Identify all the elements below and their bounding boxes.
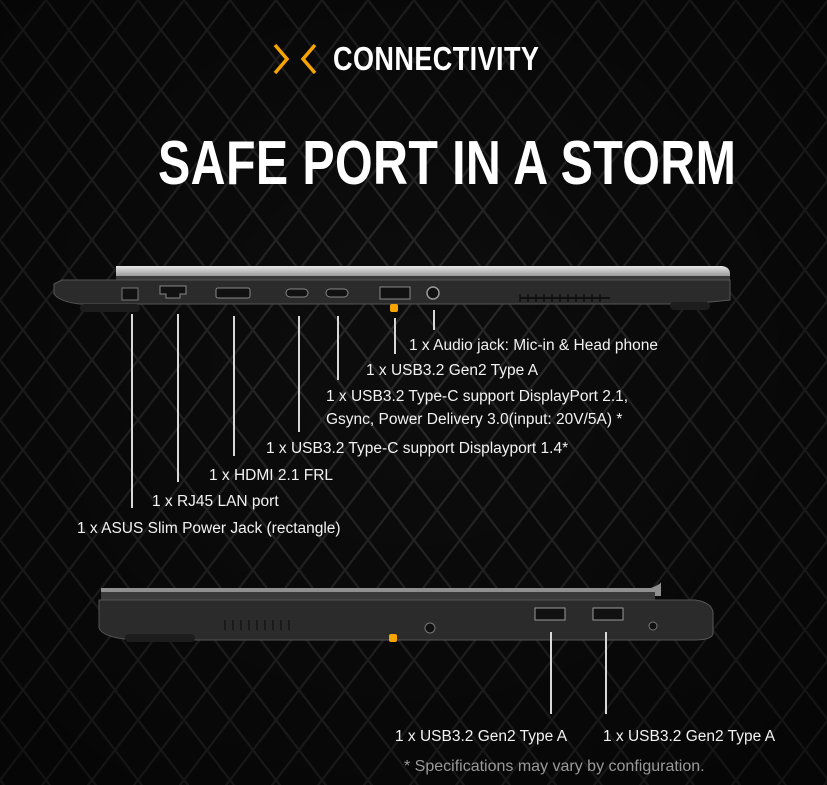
label-usbc-dp21-line2: Gsync, Power Delivery 3.0(input: 20V/5A)… <box>326 411 623 428</box>
label-usb-a: 1 x USB3.2 Gen2 Type A <box>366 362 539 379</box>
leader-right-usb-a-1 <box>550 632 552 714</box>
disclaimer: * Specifications may vary by configurati… <box>404 758 705 775</box>
leader-usb-a <box>394 318 396 354</box>
label-hdmi: 1 x HDMI 2.1 FRL <box>209 467 334 484</box>
headline: SAFE PORT IN A STORM <box>158 129 737 198</box>
label-usbc-dp21-line1: 1 x USB3.2 Type-C support DisplayPort 2.… <box>326 388 629 405</box>
label-audio-jack: 1 x Audio jack: Mic-in & Head phone <box>409 337 658 354</box>
leader-usbc-dp21 <box>337 316 339 380</box>
leader-usbc-dp14 <box>298 316 300 432</box>
leader-audio <box>433 310 435 330</box>
leader-rj45 <box>177 314 179 482</box>
section-title: CONNECTIVITY <box>333 40 540 77</box>
label-power-jack: 1 x ASUS Slim Power Jack (rectangle) <box>77 520 341 537</box>
laptop-right-side-image <box>98 582 714 642</box>
label-rj45: 1 x RJ45 LAN port <box>152 493 279 510</box>
label-usbc-dp14: 1 x USB3.2 Type-C support Displayport 1.… <box>266 440 569 457</box>
x-chevrons-icon <box>273 43 317 75</box>
leader-hdmi <box>233 316 235 456</box>
laptop-left-side-image <box>53 266 731 312</box>
leader-power <box>131 314 133 508</box>
label-right-usb-a-1: 1 x USB3.2 Gen2 Type A <box>395 728 568 745</box>
label-right-usb-a-2: 1 x USB3.2 Gen2 Type A <box>603 728 776 745</box>
leader-right-usb-a-2 <box>605 632 607 714</box>
